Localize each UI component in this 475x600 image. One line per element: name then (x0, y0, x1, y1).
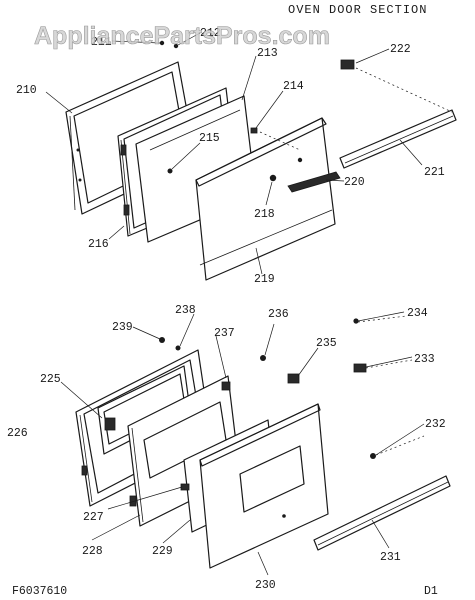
callout-230: 230 (255, 579, 276, 592)
part-222-bracket (340, 59, 355, 70)
part-238-screw (175, 345, 181, 351)
callout-227: 227 (83, 511, 104, 524)
part-220-handle-trim (287, 171, 341, 193)
callout-213: 213 (257, 47, 278, 60)
callout-215: 215 (199, 132, 220, 145)
part-233-bracket (353, 363, 367, 373)
callout-233: 233 (414, 353, 435, 366)
callout-222: 222 (390, 43, 411, 56)
callout-225: 225 (40, 373, 61, 386)
callout-232: 232 (425, 418, 446, 431)
part-235-hinge (287, 373, 300, 384)
upper-assembly (65, 40, 457, 281)
part-227-clip (180, 483, 190, 491)
callout-221: 221 (424, 166, 445, 179)
lower-leader-lines (60, 311, 425, 576)
part-239-screw (159, 337, 165, 343)
drawing-number: F6037610 (12, 585, 67, 598)
callout-219: 219 (254, 273, 275, 286)
callout-234: 234 (407, 307, 428, 320)
callout-214: 214 (283, 80, 304, 93)
part-214-clip (250, 127, 258, 134)
upper-leader-lines (45, 32, 423, 275)
callout-220: 220 (344, 176, 365, 189)
callout-229: 229 (152, 545, 173, 558)
part-218-screw (269, 174, 277, 182)
callout-216: 216 (88, 238, 109, 251)
callout-231: 231 (380, 551, 401, 564)
lower-callouts: 225 226 227 228 229 230 231 232 233 234 … (7, 304, 446, 592)
callout-218: 218 (254, 208, 275, 221)
callout-226: 226 (7, 427, 28, 440)
callout-239: 239 (112, 321, 133, 334)
upper-callouts: 210 211 212 213 214 215 216 218 219 220 … (16, 27, 445, 286)
callout-212: 212 (200, 27, 221, 40)
sheet-id: D1 (424, 585, 438, 598)
callout-237: 237 (214, 327, 235, 340)
part-211-screw (159, 40, 165, 46)
part-221-handle (339, 109, 457, 169)
watermark: AppliancePartsPros.com (34, 22, 330, 50)
part-215-screw (167, 168, 173, 174)
part-232-screw (370, 453, 376, 459)
section-title: OVEN DOOR SECTION (288, 3, 427, 17)
part-231-handle (313, 475, 451, 551)
callout-210: 210 (16, 84, 37, 97)
part-236-screw (260, 355, 266, 361)
callout-235: 235 (316, 337, 337, 350)
callout-238: 238 (175, 304, 196, 317)
callout-236: 236 (268, 308, 289, 321)
part-234-screw (353, 318, 359, 324)
part-212-screw (173, 43, 179, 49)
callout-211: 211 (91, 36, 112, 49)
part-upper-screw (297, 157, 303, 163)
callout-228: 228 (82, 545, 103, 558)
part-230-outer-panel (199, 403, 329, 569)
lower-assembly (75, 315, 451, 569)
